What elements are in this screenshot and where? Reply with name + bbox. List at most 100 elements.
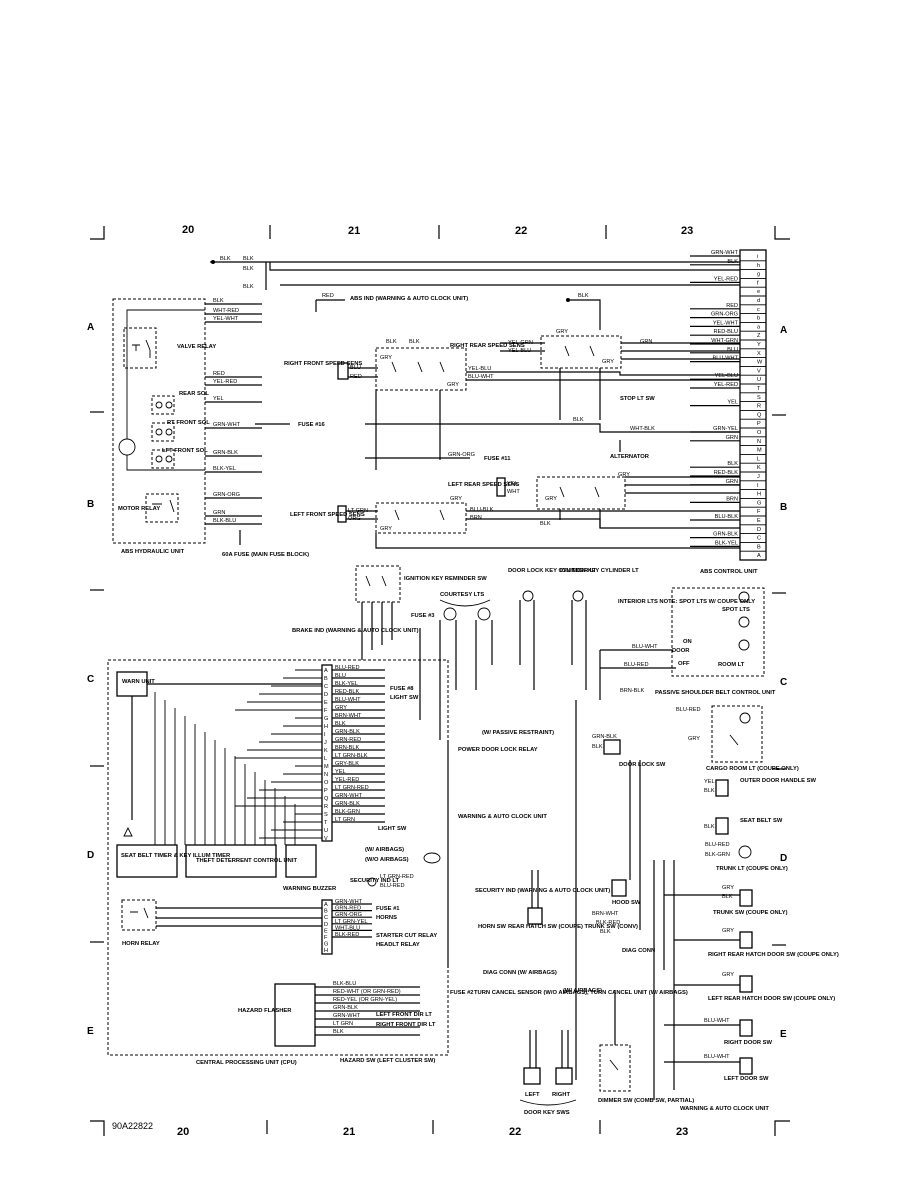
ground-blk-label: BLK xyxy=(578,293,589,299)
horns-label: HORNS xyxy=(376,915,397,921)
valve-relay-box xyxy=(123,327,157,369)
right-front-speed-sens-label: RIGHT FRONT SPEED SENS xyxy=(284,361,362,367)
right-front-speed-sens-switches xyxy=(391,361,445,373)
starter-cut-relay-label: STARTER CUT RELAY xyxy=(376,933,437,939)
outer-yel-label: YEL xyxy=(704,779,715,785)
cpu-pin-6: G xyxy=(324,716,328,722)
abs-control-unit-label: ABS CONTROL UNIT xyxy=(700,569,758,575)
fuse-16-label: FUSE #16 xyxy=(298,422,326,428)
abs-pin-9: Z xyxy=(757,333,761,339)
wht-blk-label: WHT-BLK xyxy=(630,426,655,432)
cpu2-wire-label-5: BLK-RED xyxy=(335,932,359,938)
abs-pin-25: J xyxy=(757,474,760,480)
cpu2-wire-label-2: GRN-ORG xyxy=(335,912,362,918)
cpu-pin-20: U xyxy=(324,828,328,834)
top-blk-label-4: BLK xyxy=(243,284,254,290)
rf-sens-connector xyxy=(337,362,349,380)
col-label-top-4: 23 xyxy=(681,225,693,237)
col-label-bottom-2: 21 xyxy=(343,1126,355,1138)
abs-pin-33: B xyxy=(757,544,761,550)
diag-blk-label: BLK xyxy=(600,929,611,935)
sec-blu-red-label: BLU-RED xyxy=(380,883,405,889)
abs-pin-18: Q xyxy=(757,412,762,418)
abs-pin-15: T xyxy=(757,386,761,392)
trunk-blu-grn-label: BLK-GRN xyxy=(705,852,730,858)
cpu-pin-1: B xyxy=(324,676,328,682)
trunk-lt-icon xyxy=(738,845,752,859)
interior-blu-wht-label: BLU-WHT xyxy=(632,644,658,650)
cpu-wire-label-7: BLK xyxy=(335,721,346,727)
cpu-wire-label-4: BLU-WHT xyxy=(335,697,361,703)
abs-wire-label-15: YEL-RED xyxy=(714,382,738,388)
room-lt-door-label: DOOR xyxy=(672,648,690,654)
row-label-right-e: E xyxy=(780,1029,787,1040)
spot-lts-label: SPOT LTS xyxy=(722,607,750,613)
row-label-right-a: A xyxy=(780,325,787,336)
abs-wire-label-3: YEL-RED xyxy=(714,276,738,282)
abs-wire-label-33: BLK-YEL xyxy=(715,540,738,546)
abs-pin-34: A xyxy=(757,553,761,559)
cargo-room-lt-switch xyxy=(729,734,739,746)
dimmer-sw-label: DIMMER SW (COMB SW, PARTIAL) xyxy=(598,1098,694,1104)
cpu-pin-3: D xyxy=(324,692,328,698)
abs-wire-label-25: RED-BLK xyxy=(714,470,739,476)
outer-door-handle-label: OUTER DOOR HANDLE SW xyxy=(740,778,817,784)
ignition-key-reminder-switch xyxy=(365,575,387,587)
abs-ind-label: ABS IND (WARNING & AUTO CLOCK UNIT) xyxy=(350,296,468,302)
abs-pin-1: h xyxy=(757,263,760,269)
trunk-lt-label: TRUNK LT (COUPE ONLY) xyxy=(716,866,788,872)
cpu-pin-14: O xyxy=(324,780,329,786)
dimmer-sw-contact xyxy=(609,1059,619,1071)
flasher-wire-label-4: GRN-WHT xyxy=(333,1013,361,1019)
rf-blk-label-2: BLK xyxy=(409,339,420,345)
cpu-wire-label-15: LT GRN-RED xyxy=(335,785,369,791)
w-passive-restraint-label: (W/ PASSIVE RESTRAINT) xyxy=(482,730,554,736)
abs-hydraulic-unit-box xyxy=(112,298,206,544)
cpu-wire-label-14: YEL-RED xyxy=(335,777,359,783)
right-door-sw-label: RIGHT DOOR SW xyxy=(724,1040,773,1046)
warning-auto-clock-label: WARNING & AUTO CLOCK UNIT xyxy=(458,814,547,820)
cpu-pin-5: F xyxy=(324,708,328,714)
cpu-wire-label-12: GRY-BLK xyxy=(335,761,359,767)
dimmer-sw-box xyxy=(599,1044,631,1092)
cpu2-wire-label-4: WHT-BLU xyxy=(335,925,360,931)
ground-wire-2 xyxy=(570,299,601,330)
diag-brn-wht-label: BRN-WHT xyxy=(592,911,619,917)
abs-pin-21: N xyxy=(757,439,761,445)
door-key-right-label: RIGHT xyxy=(552,1092,570,1098)
hyd-wire-label-5: YEL xyxy=(213,396,224,402)
cpu-wire-label-18: BLK-GRN xyxy=(335,809,360,815)
abs-pin-0: i xyxy=(757,254,758,260)
left-door-sw-label: LEFT DOOR SW xyxy=(724,1076,769,1082)
ld-blu-wht-label: BLU-WHT xyxy=(704,1054,730,1060)
theft-deterrent-label: THEFT DETERRENT CONTROL UNIT xyxy=(196,858,297,864)
left-rear-speed-sens-label: LEFT REAR SPEED SENS xyxy=(448,482,519,488)
abs-hydraulic-unit-label: ABS HYDRAULIC UNIT xyxy=(121,549,185,555)
hyd-wire-label-3: RED xyxy=(213,371,225,377)
hydraulic-unit-wires: BLKWHT-REDYEL-WHTREDYEL-REDYELGRN-WHTGRN… xyxy=(205,298,262,525)
hyd-wire-label-4: YEL-RED xyxy=(213,379,237,385)
lf-sens-connector xyxy=(337,505,347,523)
abs-pin-4: e xyxy=(757,289,760,295)
cpu2-pin-3: D xyxy=(324,922,328,928)
left-front-speed-sens-switches xyxy=(394,509,445,521)
right-door-sw-connector xyxy=(739,1019,753,1037)
w-airbags-label: (W/ AIRBAGS) xyxy=(365,847,404,853)
right-rear-speed-sens-box xyxy=(540,335,622,369)
hyd-wire-label-2: YEL-WHT xyxy=(213,316,239,322)
interior-lts-box xyxy=(671,587,765,677)
security-ind-lt-label: SECURITY IND LT xyxy=(350,878,400,884)
cpu-wire-label-3: RED-BLK xyxy=(335,689,360,695)
headlt-relay-label: HEADLT RELAY xyxy=(376,942,420,948)
left-rear-hatch-label: LEFT REAR HATCH DOOR SW (COUPE ONLY) xyxy=(708,996,835,1002)
abs-ind-wire xyxy=(315,299,345,312)
row-label-right-d: D xyxy=(780,853,787,864)
cpu-pin-9: J xyxy=(324,740,327,746)
diag-blk-red-label: BLK-RED xyxy=(596,920,620,926)
courtesy-lts-brace xyxy=(439,599,491,607)
abs-wire-label-9: RED-BLU xyxy=(713,329,738,335)
left-rear-speed-sens-box xyxy=(536,476,626,510)
cpu-pin-15: P xyxy=(324,788,328,794)
rr-gry-label-2: GRY xyxy=(602,359,614,365)
hyd-wire-label-6: GRN-WHT xyxy=(213,422,241,428)
